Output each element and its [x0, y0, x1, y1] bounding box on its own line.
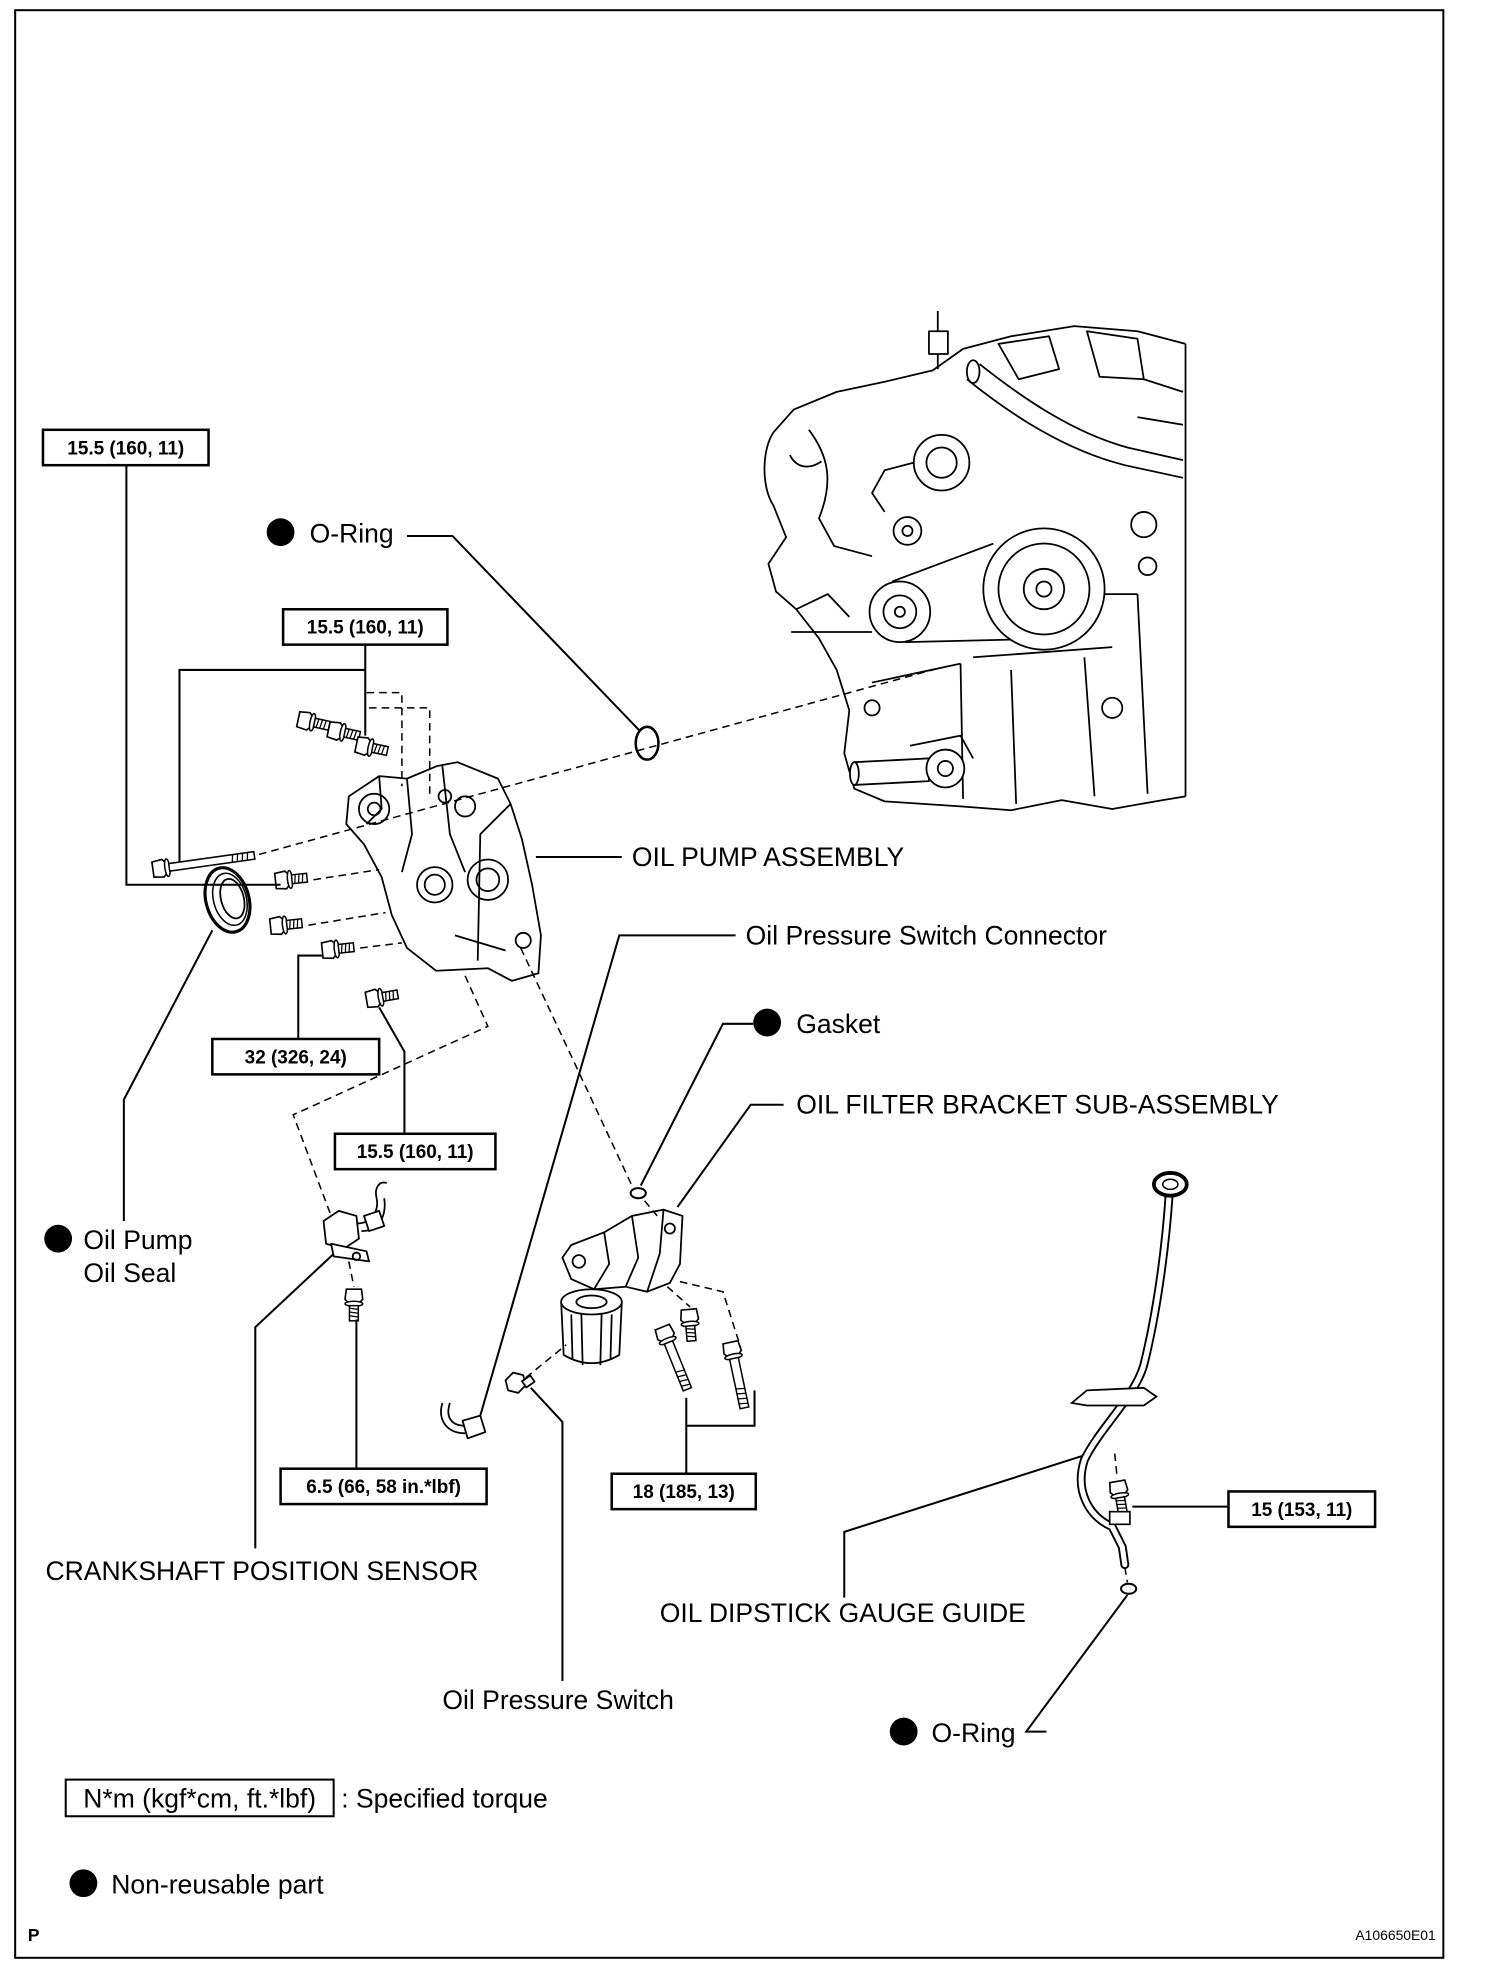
label-o-ring-bottom: O-Ring: [931, 1718, 1015, 1748]
leader-crank-sensor: [254, 1253, 335, 1549]
alignment-sensor-bolt: [348, 1261, 355, 1287]
leader-dipstick-guide: [843, 1455, 1083, 1598]
leader-gasket: [639, 1022, 754, 1187]
footer-section: P: [28, 1925, 40, 1945]
alignment-lines: [258, 666, 1129, 1583]
oil-pressure-switch-connector: [440, 1402, 487, 1440]
torque-value: 15.5 (160, 11): [307, 618, 424, 639]
legend-torque: N*m (kgf*cm, ft.*lbf) : Specified torque: [64, 1778, 548, 1818]
footer-figure-id: A106650E01: [1355, 1927, 1436, 1943]
label-gasket: Gasket: [796, 1009, 881, 1039]
legend-torque-units: N*m (kgf*cm, ft.*lbf): [83, 1784, 316, 1814]
alignment-bolt-b: [308, 911, 386, 926]
non-reusable-icon: [889, 1717, 918, 1746]
alignment-bracket-to-bolts: [666, 1280, 742, 1348]
o-ring-upper: [634, 725, 660, 761]
non-reusable-icon: [753, 1008, 782, 1037]
label-oil-filter-bracket: OIL FILTER BRACKET SUB-ASSEMBLY: [796, 1090, 1279, 1120]
crankshaft-position-sensor: [322, 1181, 388, 1263]
torque-value: 18 (185, 13): [633, 1482, 735, 1503]
non-reusable-icon: [44, 1224, 73, 1253]
label-o-ring-top: O-Ring: [310, 518, 394, 548]
torque-value: 6.5 (66, 58 in.*lbf): [306, 1477, 461, 1498]
oil-filter-bracket-sub-assembly: [560, 1208, 684, 1366]
leader-oil-seal: [122, 929, 214, 1221]
label-oil-pump-assembly: OIL PUMP ASSEMBLY: [632, 842, 905, 872]
alignment-bolt-a: [313, 868, 380, 881]
torque-spec-dipstick-bolt: 15 (153, 11): [1227, 1490, 1377, 1529]
non-reusable-icon: [266, 518, 295, 547]
alignment-dipstick-bolt: [1113, 1453, 1119, 1479]
leader-switch-connector: [479, 934, 736, 1416]
torque-value: 15.5 (160, 11): [67, 438, 184, 459]
engine-block-illustration: [763, 310, 1187, 812]
leader-long-bolt: [125, 465, 281, 886]
alignment-switch-to-bracket: [525, 1344, 567, 1379]
non-reusable-icon: [69, 1869, 98, 1898]
alignment-pump-to-engine: [258, 666, 942, 856]
torque-spec-upper-bolts: 15.5 (160, 11): [281, 607, 449, 646]
label-oil-pressure-switch: Oil Pressure Switch: [442, 1685, 673, 1715]
alignment-dipstick-o-ring: [1124, 1567, 1129, 1583]
oil-pressure-switch: [504, 1371, 536, 1394]
leader-oil-pressure-switch: [530, 1387, 564, 1682]
torque-value: 32 (326, 24): [245, 1047, 347, 1068]
o-ring-lower: [1120, 1582, 1138, 1595]
alignment-pump-to-bracket: [520, 947, 658, 1217]
label-oil-pump-oil-seal-line1: Oil Pump: [83, 1225, 192, 1255]
leader-bracket-bolts: [685, 1390, 756, 1474]
page-border: [14, 9, 1445, 1959]
leader-o-ring-bottom: [1024, 1594, 1129, 1733]
leader-o-ring-top: [406, 534, 641, 732]
alignment-pump-to-sensor: [292, 975, 489, 1217]
legend-non-reusable: Non-reusable part: [69, 1869, 324, 1900]
alignment-upper-bolt-2: [369, 707, 431, 794]
gasket: [629, 1187, 647, 1200]
leader-lower-bolt: [378, 1006, 406, 1134]
leader-lines: [122, 465, 1229, 1733]
torque-spec-bracket-bolts: 18 (185, 13): [610, 1472, 758, 1511]
label-oil-dipstick-gauge-guide: OIL DIPSTICK GAUGE GUIDE: [660, 1598, 1026, 1628]
label-oil-pressure-switch-connector: Oil Pressure Switch Connector: [746, 920, 1107, 950]
legend-torque-description: : Specified torque: [341, 1784, 548, 1814]
torque-value: 15.5 (160, 11): [357, 1142, 474, 1163]
torque-spec-sensor-bolt: 6.5 (66, 58 in.*lbf): [279, 1467, 488, 1506]
torque-spec-lower-bolt: 15.5 (160, 11): [333, 1132, 497, 1171]
label-crankshaft-position-sensor: CRANKSHAFT POSITION SENSOR: [45, 1556, 478, 1586]
torque-spec-long-bolt: 15.5 (160, 11): [41, 428, 210, 467]
legend-non-reusable-text: Non-reusable part: [111, 1870, 324, 1900]
leader-filter-bracket: [676, 1103, 784, 1208]
leader-32nm-bolt: [297, 954, 324, 1039]
torque-value: 15 (153, 11): [1251, 1500, 1352, 1521]
oil-dipstick-gauge-guide: [1069, 1171, 1189, 1570]
torque-spec-middle-bolt: 32 (326, 24): [211, 1037, 381, 1076]
alignment-bolt-32nm: [360, 942, 403, 949]
leader-upper-bolts: [178, 644, 367, 863]
label-oil-pump-oil-seal-line2: Oil Seal: [83, 1258, 176, 1288]
